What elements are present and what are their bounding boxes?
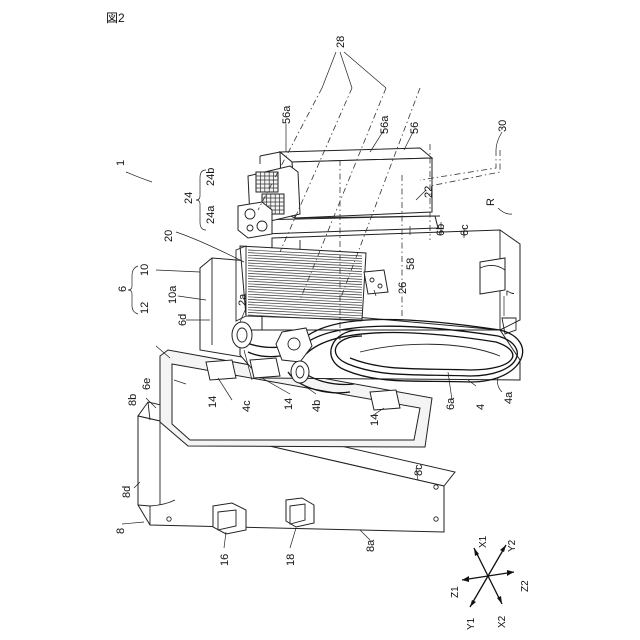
ref-30: 30 [497,120,509,132]
radiator-20 [236,246,366,321]
ref-6c: 6c [459,224,471,236]
ref-4a: 4a [503,391,515,404]
ref-24b: 24b [205,168,217,186]
axis-label-z1: Z1 [450,586,461,598]
ref-56: 56 [409,122,421,134]
ref-18: 18 [285,554,297,566]
axis-label-y1: Y1 [466,617,477,630]
ref-56a-left: 56a [281,105,293,124]
ref-56a-right: 56a [379,115,391,134]
ref-14-c: 14 [369,414,381,426]
axis-indicator: X1 Y2 Z1 Z2 Y1 X2 [450,535,531,630]
ref-6b: 6b [435,224,447,236]
ref-4c: 4c [241,400,253,412]
axis-label-x2: X2 [497,615,508,628]
fan-unit-24a [238,202,272,238]
ref-10a: 10a [167,285,179,304]
ref-2a: 2a [237,293,249,306]
ref-24a: 24a [205,205,217,224]
ref-20: 20 [163,230,175,242]
ref-6e: 6e [141,378,153,390]
ref-58: 58 [405,258,417,270]
ref-26: 26 [397,282,409,294]
figure-title: 図2 [106,11,125,25]
ref-4: 4 [475,404,487,410]
ref-14-b: 14 [283,398,295,410]
axis-label-z2: Z2 [520,580,531,592]
ref-R: R [485,198,497,206]
ref-8d: 8d [121,486,133,498]
ref-4b: 4b [311,400,323,412]
ref-1: 1 [115,160,127,166]
ref-6a: 6a [445,397,457,410]
ref-22: 22 [423,186,435,198]
axis-label-x1: X1 [478,535,489,548]
ref-6: 6 [117,286,129,292]
ref-7: 7 [505,290,517,296]
ref-8b: 8b [127,394,139,406]
ref-28: 28 [335,36,347,48]
ref-8: 8 [115,528,127,534]
ref-16: 16 [219,554,231,566]
ref-8c: 8c [413,464,425,476]
bracket-26 [364,270,388,294]
ref-12: 12 [139,302,151,314]
axis-label-y2: Y2 [507,539,518,552]
ref-8a: 8a [365,539,377,552]
ref-14-a: 14 [207,396,219,408]
ref-10: 10 [139,264,151,276]
ref-24: 24 [183,192,195,204]
ref-6d: 6d [177,314,189,326]
